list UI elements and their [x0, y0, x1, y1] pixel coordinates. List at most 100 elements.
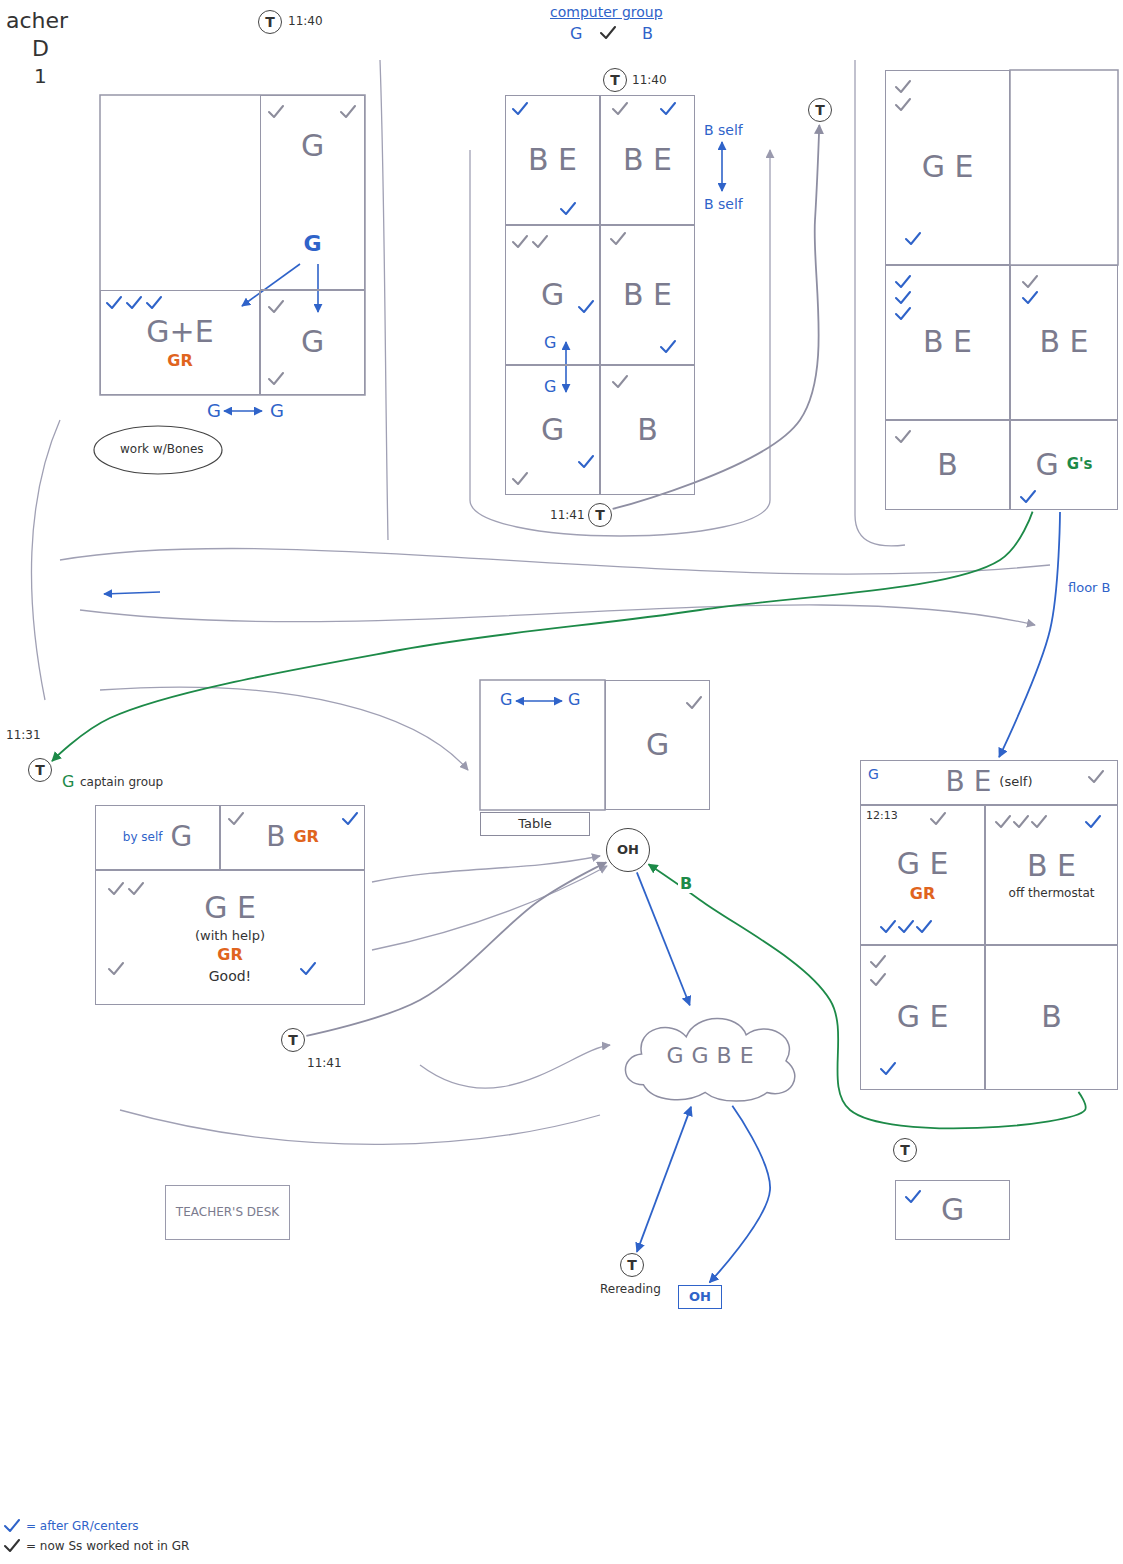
check-mark	[513, 103, 527, 114]
check-mark	[107, 27, 1103, 1202]
node-text: GR	[910, 885, 935, 903]
check-mark	[269, 373, 283, 384]
node-text: T	[900, 1142, 910, 1158]
check-mark	[996, 816, 1010, 827]
teacher-desk: TEACHER'S DESK	[165, 1185, 290, 1240]
teacher-marker: T	[808, 98, 832, 122]
overhead-projector: OH	[678, 1285, 722, 1309]
note-label: 12:13	[864, 809, 900, 822]
desk-cell: B E	[600, 225, 695, 365]
check-mark	[269, 301, 283, 312]
node-text: B E	[946, 766, 992, 798]
check-mark	[513, 236, 527, 247]
node-text: OH	[689, 1290, 711, 1305]
teacher-path	[470, 150, 770, 536]
note-label: G	[542, 377, 558, 396]
node-text: T	[288, 1032, 298, 1048]
check-mark	[561, 203, 575, 214]
node-text: B E	[623, 143, 672, 178]
check-mark	[341, 106, 355, 117]
desk-outline	[100, 95, 365, 395]
cloud-outline	[625, 1019, 794, 1102]
desk-cell: B Eoff thermostat	[985, 805, 1118, 945]
node-text: B	[1041, 1000, 1062, 1035]
node-text: off thermostat	[1009, 887, 1095, 901]
node-text: G	[541, 278, 564, 313]
check-mark	[906, 233, 920, 244]
check-mark	[661, 341, 675, 352]
note-label: acher	[4, 8, 70, 34]
movement-arrow	[613, 125, 820, 509]
check-mark	[896, 276, 910, 287]
desk-cell: G E	[885, 70, 1010, 265]
check-mark	[127, 297, 141, 308]
check-mark	[1032, 816, 1046, 827]
node-text: Good!	[209, 968, 251, 984]
note-label: G	[268, 400, 286, 422]
movement-arrow	[649, 864, 1086, 1128]
desk-cell: B	[885, 420, 1010, 510]
node-text: OH	[617, 843, 639, 858]
desk-cell: BGR	[220, 805, 365, 870]
node-text: T	[815, 102, 825, 118]
node-text: B E	[623, 278, 672, 313]
node-text: by self	[123, 831, 163, 845]
teacher-marker: T	[603, 68, 627, 92]
note-label: 11:31	[4, 728, 43, 742]
node-text: G	[303, 231, 321, 256]
node-text: G E	[897, 847, 949, 882]
node-text: (with help)	[195, 929, 265, 944]
desk-cell: G+EGR	[100, 290, 260, 395]
node-text: T	[610, 72, 620, 88]
legend-sample	[5, 1520, 19, 1531]
note-label: captain group	[78, 775, 165, 789]
teacher-marker: T	[281, 1028, 305, 1052]
check-mark	[871, 956, 885, 967]
student-link	[104, 142, 722, 701]
note-label: 11:40	[630, 73, 669, 87]
legend-sample	[5, 1540, 19, 1551]
desk-cell: G E	[860, 945, 985, 1090]
check-mark	[611, 233, 625, 244]
check-mark	[513, 473, 527, 484]
check-mark	[881, 921, 895, 932]
node-text: G	[541, 413, 564, 448]
teacher-path	[80, 605, 1035, 625]
node-text: B	[717, 1043, 732, 1068]
node-text: GR	[217, 946, 242, 964]
legend-sample	[5, 1520, 19, 1551]
check-mark	[1086, 816, 1100, 827]
note-label: 11:41	[548, 508, 587, 522]
check-mark	[1089, 771, 1103, 782]
node-text: GR	[167, 352, 192, 370]
check-mark	[931, 813, 945, 824]
student-link	[516, 700, 562, 702]
teacher-path	[100, 687, 468, 770]
node-text: G E	[204, 891, 256, 926]
node-text: B	[637, 413, 658, 448]
note-label: B self	[702, 122, 745, 139]
check-mark	[896, 292, 910, 303]
rug-area: GGBE	[615, 1008, 805, 1104]
check-mark	[533, 236, 547, 247]
node-text: G	[941, 1193, 964, 1228]
note-label: floor B	[1066, 580, 1113, 596]
node-text: T	[265, 14, 275, 30]
check-mark	[896, 308, 910, 319]
student-link	[721, 142, 723, 191]
note-label: D	[30, 36, 51, 62]
check-mark	[1021, 491, 1035, 502]
node-text: G	[1035, 448, 1058, 483]
node-text: (self)	[999, 775, 1032, 790]
desk-cell: B	[985, 945, 1118, 1090]
table-label: Table	[480, 812, 590, 836]
note-label: G	[205, 400, 223, 422]
check-mark	[269, 106, 283, 117]
node-text: G	[666, 1043, 683, 1068]
node-text: G E	[897, 1000, 949, 1035]
check-mark	[343, 813, 357, 824]
movement-arrow	[999, 512, 1060, 757]
node-text: GR	[293, 828, 318, 846]
teacher-path	[372, 866, 607, 950]
teacher-path	[31, 60, 1050, 1144]
